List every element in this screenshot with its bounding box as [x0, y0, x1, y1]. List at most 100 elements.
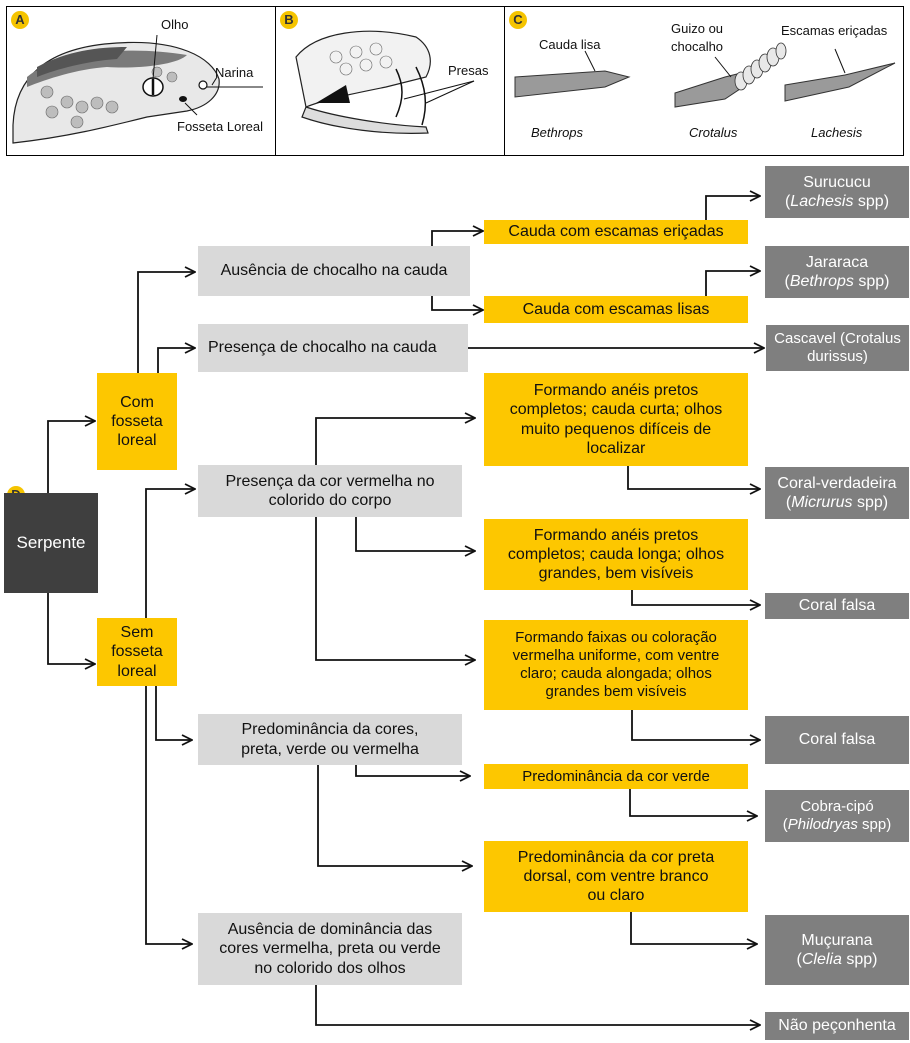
node-faixas-vermelha: Formando faixas ou coloração vermelha un… [484, 620, 748, 710]
node-faixas-vermelha-line: Formando faixas ou coloração [515, 629, 717, 646]
node-faixas-vermelha-line: claro; cauda alongada; olhos [520, 665, 712, 682]
result-cobra-cipo: Cobra-cipó (Philodryas spp) [765, 790, 909, 842]
label-crotalus: Crotalus [689, 125, 738, 140]
result-coral-falsa-2-label: Coral falsa [798, 731, 876, 749]
snake-fangs-illustration [295, 30, 475, 134]
scientific-name: Clelia [801, 951, 842, 968]
result-mucurana-name: Muçurana [801, 931, 873, 949]
node-ausencia-dominancia-line: no colorido dos olhos [254, 959, 406, 977]
node-cor-preta-line: Predominância da cor preta [517, 848, 715, 866]
panel-c-tails: C Cauda lisa Guizo ou chocalho Escamas e… [504, 6, 904, 156]
result-cascavel-line: durissus) [807, 348, 868, 365]
node-com-fosseta: Com fosseta loreal [97, 373, 177, 470]
node-faixas-vermelha-line: vermelha uniforme, com ventre [512, 647, 720, 664]
node-aneis-cauda-longa-line: grandes, bem visíveis [538, 565, 694, 583]
result-coral-falsa-1-label: Coral falsa [798, 597, 876, 615]
node-serpente-label: Serpente [16, 532, 86, 552]
snake-head-illustration [12, 34, 263, 144]
result-cascavel-line: Cascavel (Crotalus [774, 330, 901, 347]
paren-open: ( [796, 951, 802, 968]
result-surucucu-sci: (Lachesis spp) [785, 192, 889, 211]
paren-close: spp) [841, 951, 878, 968]
result-jararaca-sci: (Bethrops spp) [785, 272, 890, 291]
node-cauda-ericadas: Cauda com escamas eriçadas [484, 220, 748, 244]
scientific-name: Micrurus [791, 494, 853, 511]
scientific-name: Bethrops [789, 273, 854, 290]
paren-open: ( [784, 193, 791, 210]
node-predominancia-cores: Predominância da cores, preta, verde ou … [198, 714, 462, 765]
result-nao-peconhenta-label: Não peçonhenta [778, 1017, 896, 1035]
node-aneis-cauda-longa-line: completos; cauda longa; olhos [507, 545, 725, 563]
result-mucurana-sci: (Clelia spp) [797, 950, 878, 969]
result-jararaca-name: Jararaca [805, 253, 869, 271]
result-coral-falsa-2: Coral falsa [765, 716, 909, 764]
panel-a-badge: A [11, 11, 29, 29]
result-surucucu-name: Surucucu [803, 173, 871, 191]
scientific-name: Philodryas [787, 816, 858, 833]
node-presenca-vermelha: Presença da cor vermelha no colorido do … [198, 465, 462, 517]
paren-open: ( [785, 494, 792, 511]
label-fosseta-loreal: Fosseta Loreal [177, 119, 263, 134]
label-cauda-lisa: Cauda lisa [539, 37, 601, 52]
result-mucurana: Muçurana (Clelia spp) [765, 915, 909, 985]
result-coral-verdadeira: Coral-verdadeira (Micrurus spp) [765, 467, 909, 519]
node-com-fosseta-line: fosseta [111, 412, 163, 430]
node-cauda-ericadas-label: Cauda com escamas eriçadas [508, 223, 724, 241]
node-aneis-cauda-curta-line: localizar [586, 439, 646, 457]
result-coral-verdadeira-name: Coral-verdadeira [777, 474, 897, 492]
paren-close: spp) [853, 193, 890, 210]
result-cobra-cipo-sci: (Philodryas spp) [783, 816, 891, 834]
node-sem-fosseta-line: Sem [120, 624, 154, 642]
label-bethrops: Bethrops [531, 125, 584, 140]
result-jararaca: Jararaca (Bethrops spp) [765, 246, 909, 298]
illustration-panels: A Olho Narina Fosseta Loreal B [0, 0, 910, 160]
result-cobra-cipo-name: Cobra-cipó [800, 798, 874, 815]
node-faixas-vermelha-line: grandes bem visíveis [545, 683, 687, 700]
label-olho: Olho [161, 17, 189, 32]
result-surucucu: Surucucu (Lachesis spp) [765, 166, 909, 218]
node-ausencia-dominancia-line: cores vermelha, preta ou verde [219, 940, 441, 958]
node-presenca-chocalho-label: Presença de chocalho na cauda [208, 339, 437, 357]
label-presas: Presas [448, 63, 489, 78]
panel-b-badge: B [280, 11, 298, 29]
label-escamas-ericadas: Escamas eriçadas [781, 23, 888, 38]
node-predominancia-cores-line: Predominância da cores, [241, 721, 419, 739]
result-cascavel: Cascavel (Crotalus durissus) [766, 325, 909, 371]
node-cauda-lisas-label: Cauda com escamas lisas [522, 300, 710, 318]
node-presenca-chocalho: Presença de chocalho na cauda [198, 324, 468, 372]
node-cor-verde-label: Predominância da cor verde [522, 767, 710, 785]
paren-close: spp) [857, 816, 892, 833]
node-ausencia-dominancia-line: Ausência de dominância das [227, 921, 433, 939]
node-predominancia-cores-line: preta, verde ou vermelha [241, 740, 419, 758]
paren-open: ( [784, 273, 790, 290]
snake-tails-illustration [514, 42, 896, 108]
node-cor-preta-line: dorsal, com ventre branco [523, 867, 709, 885]
result-coral-verdadeira-sci: (Micrurus spp) [786, 493, 888, 512]
node-com-fosseta-line: Com [120, 393, 154, 411]
label-guizo-2: chocalho [671, 39, 724, 54]
panel-c-badge: C [509, 11, 527, 29]
node-ausencia-dominancia: Ausência de dominância das cores vermelh… [198, 913, 462, 985]
node-ausencia-chocalho-label: Ausência de chocalho na cauda [220, 262, 448, 280]
node-presenca-vermelha-line: Presença da cor vermelha no [225, 472, 435, 490]
scientific-name: Lachesis [790, 193, 854, 210]
paren-close: spp) [853, 273, 890, 290]
node-sem-fosseta: Sem fosseta loreal [97, 618, 177, 686]
node-cor-preta-line: ou claro [587, 887, 645, 905]
label-guizo-1: Guizo ou [671, 21, 724, 36]
node-cauda-lisas: Cauda com escamas lisas [484, 296, 748, 323]
paren-open: ( [782, 816, 788, 833]
node-aneis-cauda-curta: Formando anéis pretos completos; cauda c… [484, 373, 748, 466]
label-narina: Narina [215, 65, 254, 80]
panel-a-head: A Olho Narina Fosseta Loreal [6, 6, 276, 156]
result-coral-falsa-1: Coral falsa [765, 593, 909, 619]
node-com-fosseta-line: loreal [117, 432, 157, 450]
node-presenca-vermelha-line: colorido do corpo [268, 492, 392, 509]
node-cor-preta: Predominância da cor preta dorsal, com v… [484, 841, 748, 912]
node-sem-fosseta-line: loreal [117, 662, 157, 680]
node-cor-verde: Predominância da cor verde [484, 764, 748, 789]
result-nao-peconhenta: Não peçonhenta [765, 1012, 909, 1040]
node-aneis-cauda-curta-line: muito pequenos difíceis de [520, 420, 712, 438]
node-ausencia-chocalho: Ausência de chocalho na cauda [198, 246, 470, 296]
